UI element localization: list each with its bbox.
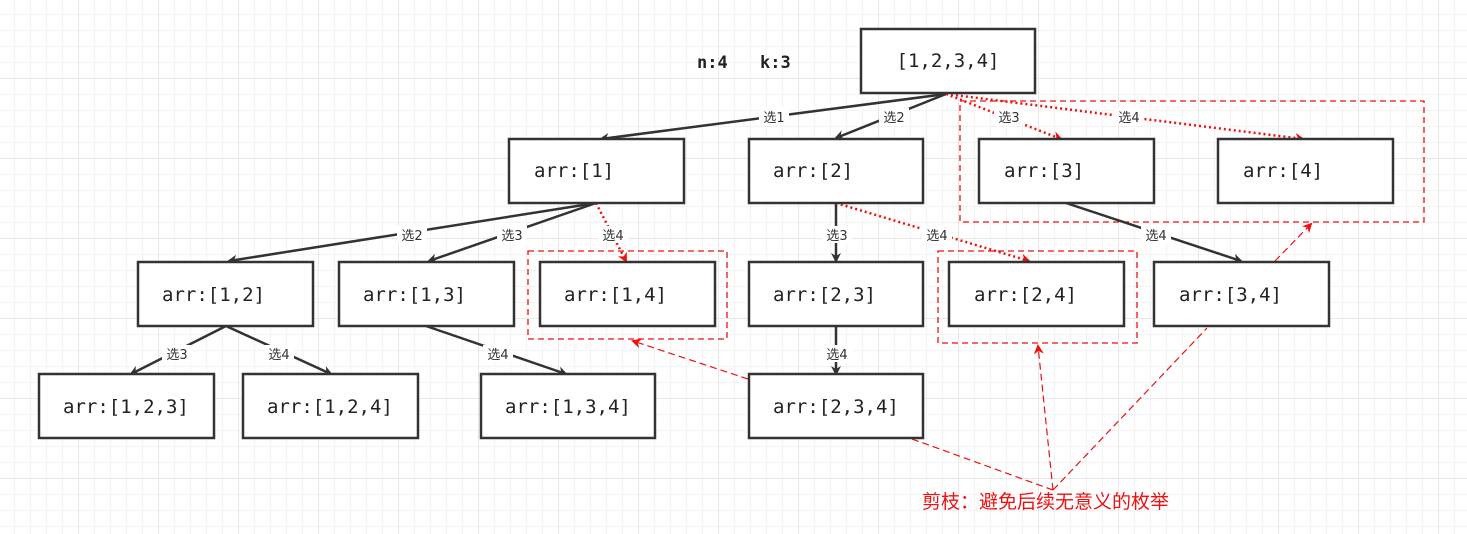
svg-text:选3: 选3 [501,229,522,244]
svg-text:arr:[2,3]: arr:[2,3] [773,284,876,306]
svg-text:arr:[1,2]: arr:[1,2] [162,284,265,306]
svg-text:arr:[3]: arr:[3] [1004,160,1084,182]
edge-label-2-3: 选3 [822,226,852,244]
svg-text:选3: 选3 [998,111,1019,126]
node-arr-2: arr:[2] [747,137,925,205]
edge-label-13-4: 选4 [483,345,513,363]
edge-label-12-3: 选3 [162,345,192,363]
n-value: n:4 [697,53,728,73]
edge-label-root-2: 选2 [879,108,909,126]
svg-text:选3: 选3 [166,348,187,363]
edge-label-1-3: 选3 [497,226,527,244]
svg-text:选2: 选2 [401,229,422,244]
node-arr-1-3-4: arr:[1,3,4] [479,372,657,440]
svg-text:arr:[1,2,3]: arr:[1,2,3] [63,396,189,418]
annotation-arrow-top [1274,222,1313,262]
node-arr-2-3: arr:[2,3] [747,260,925,328]
edge-label-root-3: 选3 [994,108,1024,126]
edge-label-1-4: 选4 [598,226,628,244]
svg-text:arr:[1,4]: arr:[1,4] [564,284,667,306]
annotation-line-b [1052,327,1208,491]
svg-text:arr:[2,4]: arr:[2,4] [974,284,1077,306]
svg-text:arr:[4]: arr:[4] [1243,160,1323,182]
svg-text:arr:[2,3,4]: arr:[2,3,4] [773,396,899,418]
edge-label-23-4: 选4 [822,345,852,363]
svg-text:选1: 选1 [763,111,784,126]
k-value: k:3 [760,53,791,73]
node-arr-1-3: arr:[1,3] [337,260,516,328]
node-arr-2-4: arr:[2,4] [947,260,1126,328]
node-root: [1,2,3,4] [859,27,1037,95]
edge-1-to-14 [594,202,628,263]
node-arr-1-2-3: arr:[1,2,3] [37,372,216,440]
pruned-group-box-top [959,100,1425,223]
svg-text:选4: 选4 [1118,111,1139,126]
svg-text:[1,2,3,4]: [1,2,3,4] [897,50,1000,72]
svg-text:arr:[1,3]: arr:[1,3] [363,284,466,306]
node-arr-3-4: arr:[3,4] [1152,260,1331,328]
annotation-line-a [911,438,1054,491]
node-arr-2-3-4: arr:[2,3,4] [747,372,925,440]
svg-text:arr:[3,4]: arr:[3,4] [1179,284,1282,306]
svg-text:选4: 选4 [487,348,508,363]
annotation-arrow-14 [631,338,749,380]
pruned-group-box-24 [937,250,1138,344]
edge-label-root-1: 选1 [759,108,789,126]
svg-text:arr:[1,2,4]: arr:[1,2,4] [267,396,393,418]
edge-label-2-4: 选4 [922,226,952,244]
edge-label-1-2: 选2 [397,226,427,244]
svg-text:arr:[2]: arr:[2] [773,160,853,182]
svg-text:选4: 选4 [826,348,847,363]
pruned-group-box-14 [527,250,728,340]
node-arr-4: arr:[4] [1216,137,1395,205]
edge-label-12-4: 选4 [264,345,294,363]
node-arr-1-2-4: arr:[1,2,4] [241,372,420,440]
node-arr-1-2: arr:[1,2] [136,260,315,328]
annotation-arrow-24 [1033,344,1054,491]
pruning-annotation: 剪枝：避免后续无意义的枚举 [922,491,1169,513]
svg-text:选4: 选4 [1145,229,1166,244]
edge-label-3-4: 选4 [1141,226,1171,244]
node-arr-1-4: arr:[1,4] [538,260,717,328]
node-arr-1: arr:[1] [507,137,686,205]
svg-text:arr:[1]: arr:[1] [534,160,614,182]
svg-text:选4: 选4 [602,229,623,244]
node-arr-3: arr:[3] [977,137,1156,205]
svg-text:选4: 选4 [268,348,289,363]
edge-label-root-4: 选4 [1114,108,1144,126]
svg-text:选4: 选4 [926,229,947,244]
svg-text:选2: 选2 [883,111,904,126]
svg-text:arr:[1,3,4]: arr:[1,3,4] [505,396,631,418]
svg-text:选3: 选3 [826,229,847,244]
